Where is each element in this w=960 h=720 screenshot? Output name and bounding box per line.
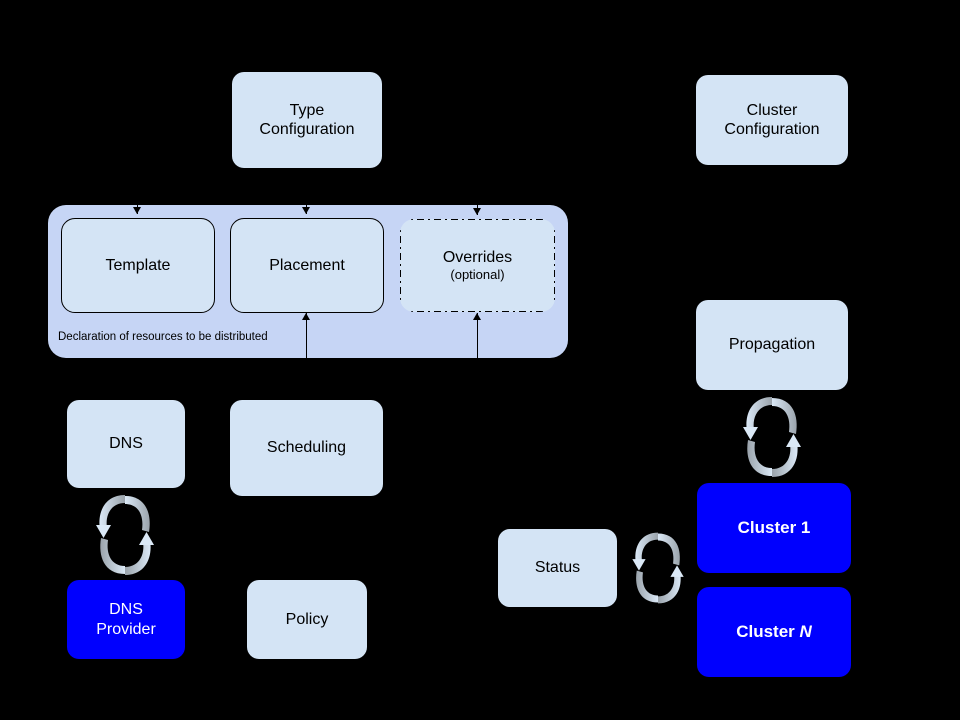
arrowhead-policy-to-overrides <box>473 313 481 320</box>
node-label-line1-dns-provider: DNS <box>109 601 143 619</box>
node-label-line1-cluster-n: Cluster <box>736 621 800 641</box>
node-label-line2-dns-provider: Provider <box>96 620 156 638</box>
node-label-line1-dns: DNS <box>109 435 143 453</box>
connector-type-config-to-overrides <box>477 172 478 215</box>
node-label-line1-type-configuration: Type <box>289 101 325 119</box>
node-label-line1-policy: Policy <box>285 610 329 628</box>
node-label-line1-scheduling: Scheduling <box>266 439 347 457</box>
node-label-scheduling: Scheduling <box>267 438 346 457</box>
node-template[interactable]: Template <box>61 218 215 313</box>
node-label-cluster-n: Cluster N <box>736 622 812 642</box>
node-label-status: Status <box>535 558 580 577</box>
node-placement[interactable]: Placement <box>230 218 384 313</box>
container-caption: Declaration of resources to be distribut… <box>58 331 268 343</box>
node-cluster-1[interactable]: Cluster 1 <box>697 483 851 573</box>
arrowhead-type-config-to-placement <box>302 207 310 214</box>
node-dns[interactable]: DNS <box>67 400 185 488</box>
node-label-cluster-1: Cluster 1 <box>738 518 811 538</box>
arrowhead-scheduling-to-placement <box>302 313 310 320</box>
node-policy[interactable]: Policy <box>247 580 367 659</box>
connector-scheduling-to-placement <box>306 313 307 358</box>
propagation-sync-icon <box>737 394 807 480</box>
node-label-line1-status: Status <box>534 559 581 577</box>
node-label-line1-template: Template <box>105 256 171 274</box>
node-propagation[interactable]: Propagation <box>696 300 848 390</box>
arrowhead-type-config-to-overrides <box>473 208 481 215</box>
node-label-line1-propagation: Propagation <box>728 336 816 354</box>
node-label-line1-placement: Placement <box>269 256 345 274</box>
node-label-line2-overrides: (optional) <box>450 267 505 283</box>
node-label-policy: Policy <box>286 610 329 629</box>
connector-type-config-to-template <box>137 172 138 214</box>
dns-sync-icon <box>90 492 160 578</box>
node-label-line1-cluster-configuration: Cluster <box>746 101 798 119</box>
node-label-template: Template <box>106 256 171 275</box>
node-cluster-n[interactable]: Cluster N <box>697 587 851 677</box>
node-label-line2-cluster-configuration: Configuration <box>724 121 820 138</box>
connector-policy-to-overrides <box>477 313 478 358</box>
node-label-line2-type-configuration: Configuration <box>259 121 355 138</box>
node-status[interactable]: Status <box>498 529 617 607</box>
node-label-overrides: Overrides(optional) <box>443 248 512 283</box>
arrowhead-type-config-to-template <box>133 207 141 214</box>
node-label-line2-cluster-n: N <box>799 621 812 641</box>
node-label-dns: DNS <box>109 434 143 453</box>
node-label-line1-cluster-1: Cluster 1 <box>737 517 811 537</box>
node-overrides[interactable]: Overrides(optional) <box>400 219 555 312</box>
node-label-propagation: Propagation <box>729 335 815 354</box>
node-label-placement: Placement <box>269 256 345 275</box>
connector-type-config-to-placement <box>306 172 307 214</box>
node-label-line1-overrides: Overrides <box>442 249 513 267</box>
status-sync-icon <box>627 525 689 611</box>
node-scheduling[interactable]: Scheduling <box>230 400 383 496</box>
